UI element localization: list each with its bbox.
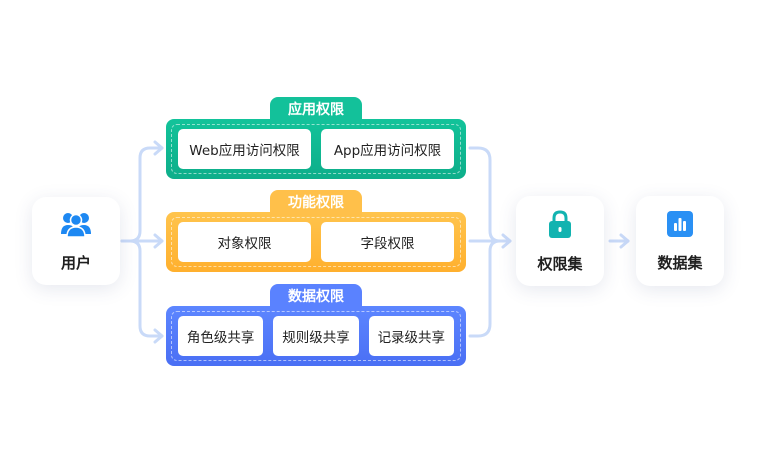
function-permission-group: 功能权限 对象权限 字段权限 <box>166 190 466 272</box>
users-icon <box>60 210 92 242</box>
mobile-app-access-permission[interactable]: App应用访问权限 <box>321 129 454 169</box>
connector-app-to-permset <box>468 146 502 243</box>
app-permission-group: 应用权限 Web应用访问权限 App应用访问权限 <box>166 97 466 179</box>
role-level-sharing[interactable]: 角色级共享 <box>178 316 264 356</box>
user-label: 用户 <box>60 253 91 272</box>
function-permission-title: 功能权限 <box>270 190 362 216</box>
record-level-sharing[interactable]: 记录级共享 <box>368 316 454 356</box>
user-node[interactable]: 用户 <box>32 197 120 285</box>
bar-chart-icon <box>666 210 694 242</box>
connector-user-to-app <box>120 146 164 243</box>
dataset-label: 数据集 <box>657 253 703 272</box>
app-permission-title: 应用权限 <box>270 97 362 123</box>
permission-set-node[interactable]: 权限集 <box>516 196 604 286</box>
web-app-access-permission[interactable]: Web应用访问权限 <box>178 129 311 169</box>
rule-level-sharing[interactable]: 规则级共享 <box>273 316 359 356</box>
data-permission-group: 数据权限 角色级共享 规则级共享 记录级共享 <box>166 284 466 366</box>
object-permission[interactable]: 对象权限 <box>178 222 311 262</box>
connector-data-to-permset <box>468 239 502 338</box>
permission-set-label: 权限集 <box>537 254 583 273</box>
lock-icon <box>546 209 574 243</box>
field-permission[interactable]: 字段权限 <box>321 222 454 262</box>
connector-user-to-data <box>120 239 164 338</box>
data-permission-title: 数据权限 <box>270 284 362 310</box>
dataset-node[interactable]: 数据集 <box>636 196 724 286</box>
